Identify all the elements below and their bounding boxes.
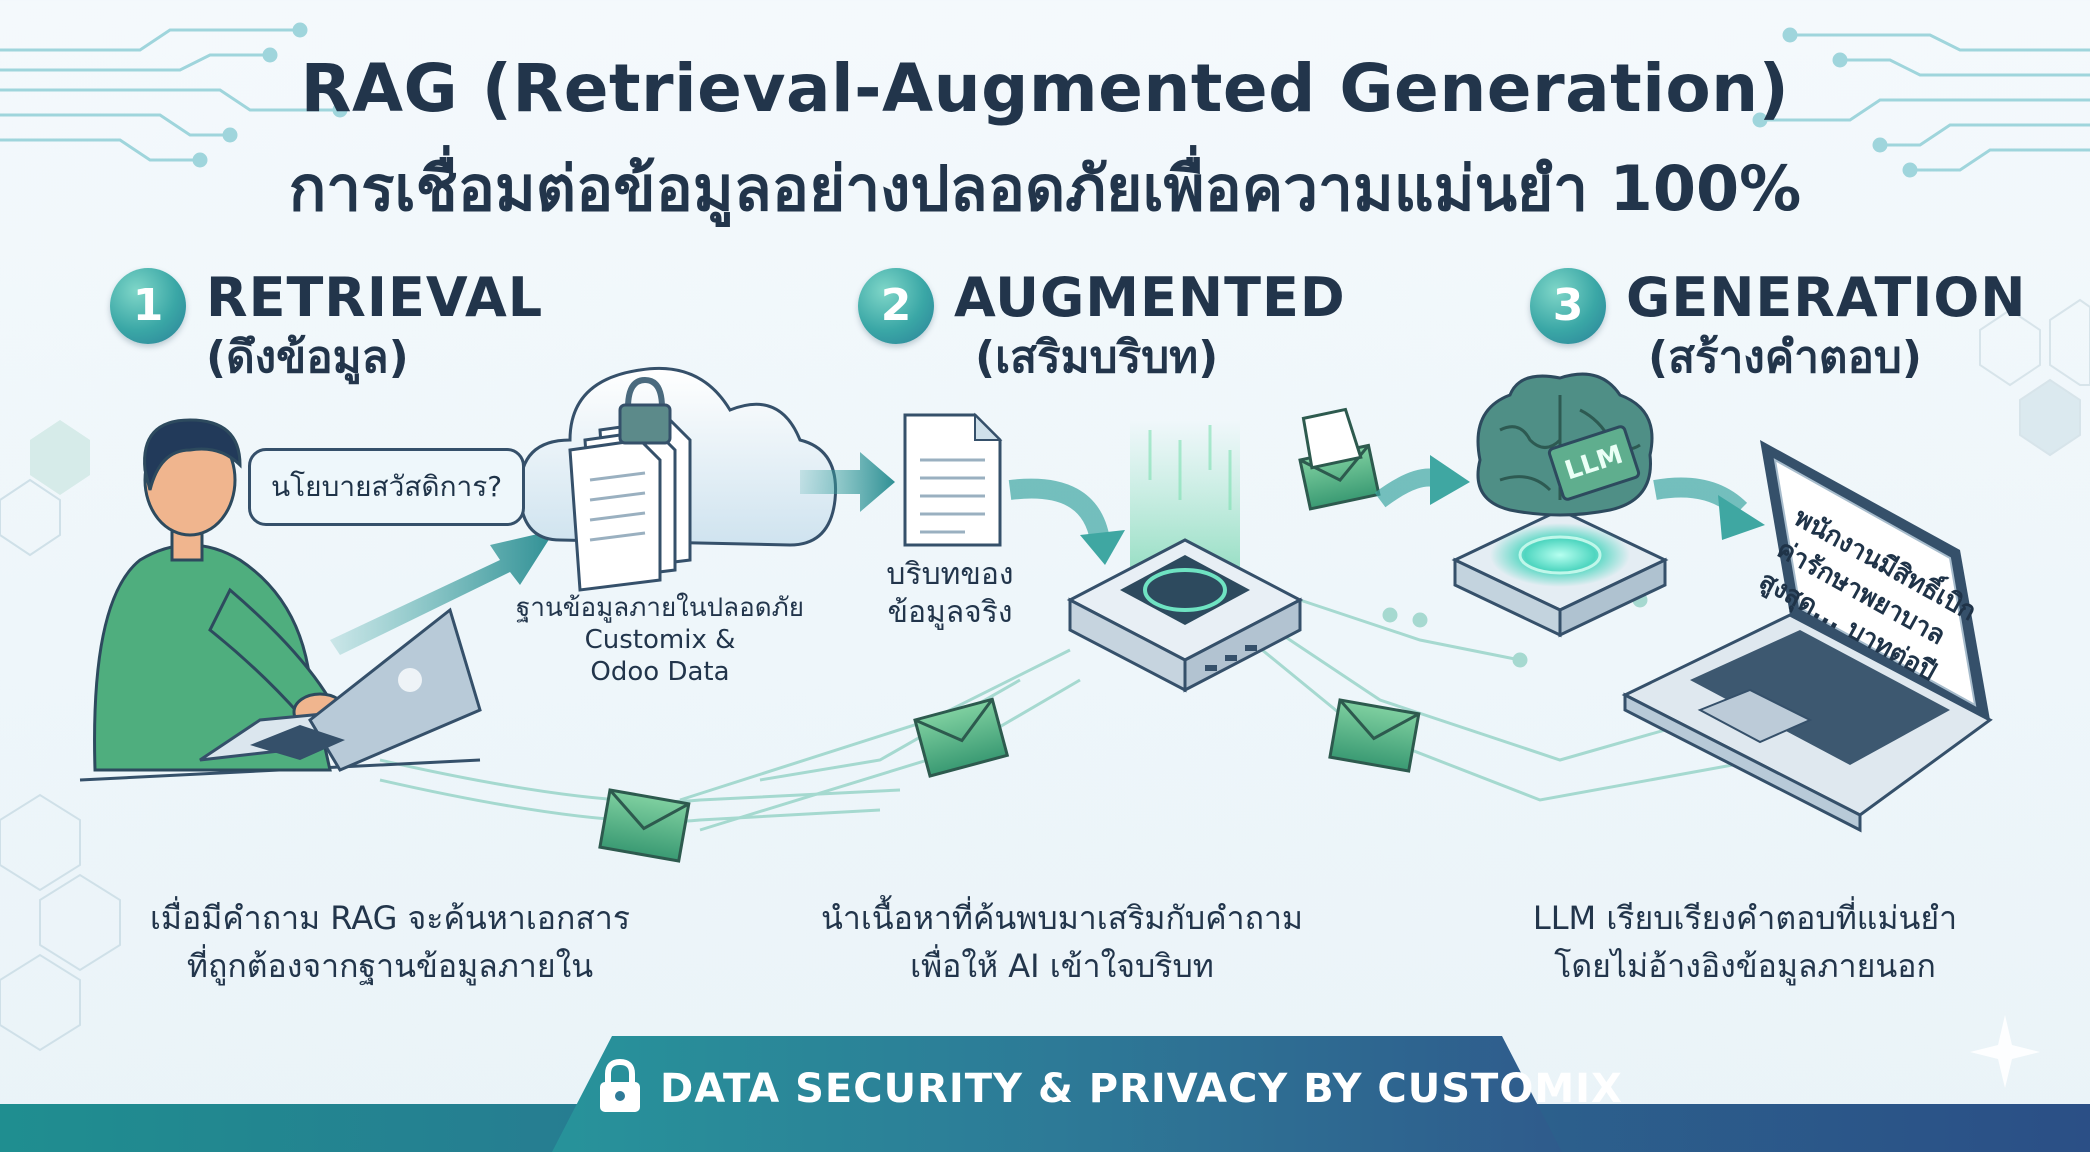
step-3-title: GENERATION xyxy=(1626,266,2027,329)
cloud-label-line-1: ฐานข้อมูลภายในปลอดภัย xyxy=(516,593,804,623)
title-line-1: RAG (Retrieval-Augmented Generation) xyxy=(300,50,1790,127)
cloud-label-line-3: Odoo Data xyxy=(590,657,730,687)
step-3-subtitle: (สร้างคำตอบ) xyxy=(1648,332,1922,383)
arrow-to-cloud xyxy=(330,530,555,655)
speech-bubble: นโยบายสวัสดิการ? xyxy=(248,448,526,526)
envelope-icons xyxy=(598,407,1421,863)
context-document-icon xyxy=(903,412,1003,547)
step-1-description: เมื่อมีคำถาม RAG จะค้นหาเอกสาร ที่ถูกต้อ… xyxy=(40,894,740,990)
laptop-answer xyxy=(1621,440,1993,833)
llm-brain-illustration xyxy=(1451,372,1669,638)
cloud-database-illustration xyxy=(518,366,838,592)
footer-banner xyxy=(552,1036,1562,1152)
arrow-to-answer xyxy=(1653,477,1748,518)
step-1-desc-line-2: ที่ถูกต้องจากฐานข้อมูลภายใน xyxy=(186,947,594,985)
context-label-line-2: ข้อมูลจริง xyxy=(887,595,1013,630)
context-label: บริบทของ ข้อมูลจริง xyxy=(860,556,1040,632)
circuit-lines-top-left xyxy=(0,22,348,168)
title-line-2: การเชื่อมต่อข้อมูลอย่างปลอดภัยเพื่อความแ… xyxy=(288,152,1802,225)
cloud-database-label: ฐานข้อมูลภายในปลอดภัย Customix & Odoo Da… xyxy=(500,592,820,688)
hexagon-pattern-right xyxy=(1979,298,2090,457)
step-2-description: นำเนื้อหาที่ค้นพบมาเสริมกับคำถาม เพื่อให… xyxy=(712,894,1412,990)
person-illustration xyxy=(79,418,481,782)
step-1-subtitle: (ดึงข้อมูล) xyxy=(206,332,409,383)
step-3-desc-line-2: โดยไม่อ้างอิงข้อมูลภายนอก xyxy=(1554,947,1936,985)
step-2-number: 2 xyxy=(858,268,934,344)
step-3-description: LLM เรียบเรียงคำตอบที่แม่นยำ โดยไม่อ้างอ… xyxy=(1395,894,2090,990)
step-3-desc-line-1: LLM เรียบเรียงคำตอบที่แม่นยำ xyxy=(1532,899,1958,937)
sparkle-icon xyxy=(1970,1015,2040,1088)
augmentation-device xyxy=(1066,420,1304,693)
step-1-desc-line-1: เมื่อมีคำถาม RAG จะค้นหาเอกสาร xyxy=(149,899,631,937)
step-2-subtitle: (เสริมบริบท) xyxy=(975,332,1219,383)
arrow-to-context xyxy=(800,452,895,512)
arrow-to-device xyxy=(1008,478,1110,543)
footer-text: DATA SECURITY & PRIVACY BY CUSTOMIX xyxy=(660,1066,1623,1112)
laptop-user xyxy=(199,607,482,772)
step-1-title: RETRIEVAL xyxy=(206,266,544,329)
step-2-desc-line-2: เพื่อให้ AI เข้าใจบริบท xyxy=(910,947,1214,985)
step-2-title: AUGMENTED xyxy=(954,266,1346,329)
step-2-desc-line-1: นำเนื้อหาที่ค้นพบมาเสริมกับคำถาม xyxy=(820,899,1304,937)
circuit-lines-top-right xyxy=(1752,27,2090,178)
step-3-number: 3 xyxy=(1530,268,1606,344)
context-label-line-1: บริบทของ xyxy=(886,557,1014,592)
hexagon-pattern-left xyxy=(0,420,121,1052)
lock-icon xyxy=(600,1058,640,1112)
step-1-number: 1 xyxy=(110,268,186,344)
cloud-label-line-2: Customix & xyxy=(584,625,736,655)
